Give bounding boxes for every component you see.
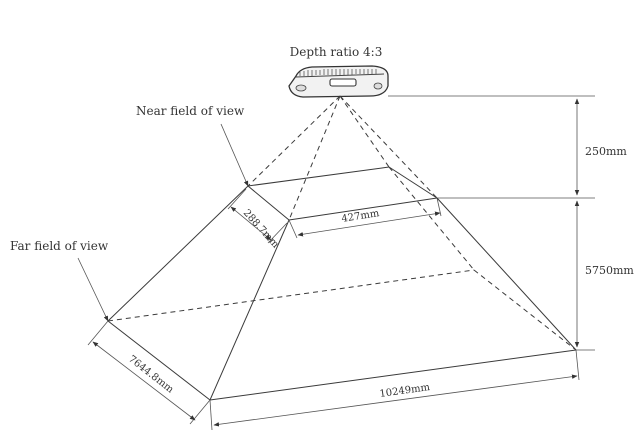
frustum-edges xyxy=(107,166,577,401)
near-rays xyxy=(247,95,438,221)
range-label: 5750mm xyxy=(585,264,634,277)
far-field-plane xyxy=(107,269,577,401)
near-width-label: 427mm xyxy=(341,208,381,225)
far-depth-label: 7644.8mm xyxy=(126,354,176,396)
far-fov-label: Far field of view xyxy=(10,239,109,253)
min-distance-label: 250mm xyxy=(585,145,627,158)
depth-camera-icon xyxy=(288,65,389,98)
near-depth-label: 288.7mm xyxy=(241,208,281,251)
near-fov-leader xyxy=(220,123,249,187)
near-width-dimension-line xyxy=(297,211,441,237)
diagram-title: Depth ratio 4:3 xyxy=(290,45,383,59)
far-width-dimension-line xyxy=(213,374,578,427)
near-depth-dimension-line xyxy=(230,206,272,241)
far-depth-dimension-line xyxy=(92,341,196,421)
far-width-label: 10249mm xyxy=(379,382,431,400)
near-fov-label: Near field of view xyxy=(136,104,245,118)
far-fov-leader xyxy=(77,257,109,322)
near-field-plane xyxy=(247,166,438,221)
